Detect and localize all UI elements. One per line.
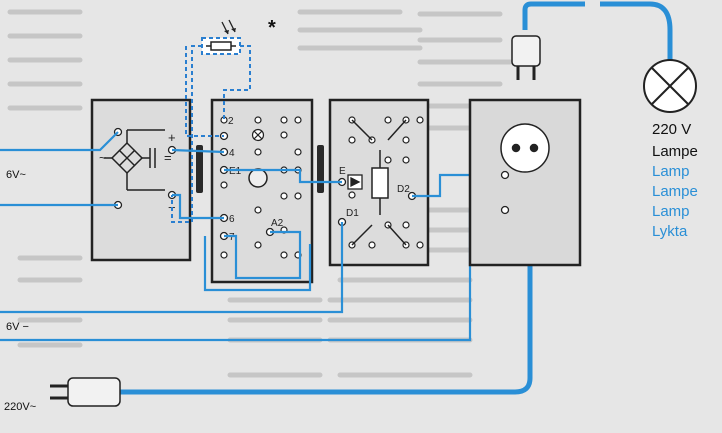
terminal-label-a2: A2 — [271, 218, 284, 229]
socket-icon — [500, 123, 550, 173]
indicator-lamp-icon — [251, 128, 265, 142]
relay-contacts-icon — [351, 119, 407, 246]
terminal-label-4: 4 — [229, 148, 235, 159]
terminal-label-6: 6 — [229, 214, 235, 225]
label-6v-ac: 6V~ — [6, 169, 26, 181]
label-mains-220v: 220V~ — [4, 401, 36, 413]
blue-wires — [0, 1, 673, 395]
lamp-icon — [643, 59, 697, 113]
socket-terminal-1 — [500, 170, 510, 180]
rectifier-bridge-icon — [104, 129, 165, 191]
tilde-symbol: ~ — [99, 150, 107, 165]
diode-icon — [347, 174, 363, 190]
label-lamp-voltage: 220 V — [652, 121, 691, 138]
photocell-icon — [201, 19, 241, 55]
equals-symbol: = — [164, 150, 172, 165]
terminal-label-d2: D2 — [397, 184, 410, 195]
socket-terminal-2 — [500, 205, 510, 215]
rectifier-board: ~ = + − — [90, 98, 192, 262]
phototransistor-icon — [248, 168, 268, 188]
terminal-label-e1: E1 — [229, 166, 242, 177]
socket-box — [468, 98, 582, 267]
terminal-label-2: 2 — [228, 116, 234, 127]
lamp-name-label: Lykta — [652, 223, 688, 240]
sensor-board: 2 4 E1 6 7 A2 — [210, 98, 314, 284]
plug-icon — [50, 377, 121, 407]
lamp-name-label: Lampe — [652, 143, 698, 160]
label-6v-dc: 6V − — [6, 321, 29, 333]
terminal-label-7: 7 — [229, 232, 235, 243]
lamp-name-label: Lamp — [652, 163, 690, 180]
lamp-name-label: Lampe — [652, 183, 698, 200]
plus-symbol: + — [168, 130, 176, 145]
relay-board: E D1 D2 — [328, 98, 430, 267]
relay-coil-icon — [371, 167, 389, 199]
asterisk-note: * — [268, 17, 276, 39]
lamp-name-label: Lamp — [652, 203, 690, 220]
lamp-plug-icon — [511, 35, 541, 80]
dashed-wires — [171, 45, 251, 223]
terminal-label-d1: D1 — [346, 208, 359, 219]
terminal-label-e: E — [339, 166, 346, 177]
